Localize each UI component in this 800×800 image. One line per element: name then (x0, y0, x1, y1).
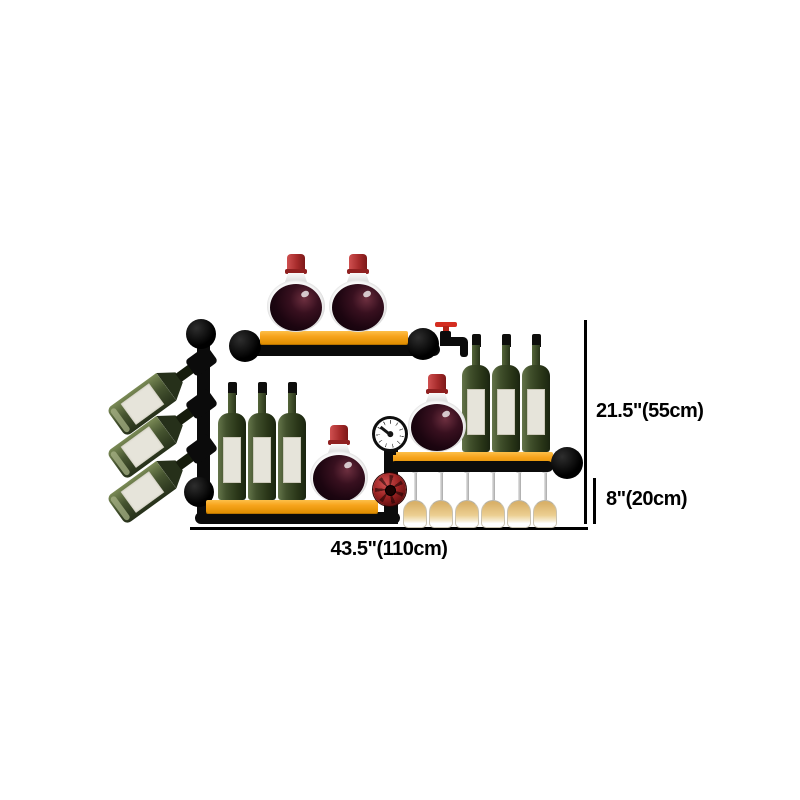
hanging-wine-glass (454, 468, 480, 530)
decanter-bowl (310, 451, 368, 503)
bottle-neck (502, 345, 510, 368)
decanter-neck (285, 273, 307, 282)
decanter-bowl (267, 280, 325, 332)
bottle-cap (502, 334, 511, 347)
decanter-neck (347, 273, 369, 282)
decanter-cap (328, 425, 350, 445)
dimension-line-lower-height (593, 478, 596, 524)
lower-height-label: 8"(20cm) (606, 488, 688, 510)
faucet-handle-stem (443, 326, 449, 332)
glass-bowl (507, 500, 531, 528)
glass-bowl (429, 500, 453, 528)
wine-bottle (522, 334, 550, 452)
wine-decanter (267, 254, 325, 332)
wine-bottle (492, 334, 520, 452)
bottle-cap (288, 382, 297, 395)
wine-decanter (408, 374, 466, 452)
glass-stem (465, 473, 469, 500)
bottle-neck (228, 393, 236, 416)
hanging-glass-rack (402, 468, 558, 530)
decanter-wine (312, 454, 366, 502)
decanter-bowl (329, 280, 387, 332)
glass-bowl (455, 500, 479, 528)
hanging-wine-glass (532, 468, 558, 530)
glass-bowl (533, 500, 557, 528)
glass-stem (543, 473, 547, 500)
faucet-icon (433, 319, 471, 359)
bottle-cap (472, 334, 481, 347)
wine-bottle (218, 382, 246, 500)
pipe-ball-joint (186, 319, 216, 349)
glass-stem (517, 473, 521, 500)
top-shelf-decanters (267, 254, 387, 332)
glass-bowl (403, 500, 427, 528)
top-shelf-pipe (235, 343, 440, 356)
glass-stem (413, 473, 417, 500)
bottle-cap (258, 382, 267, 395)
wine-bottle (462, 334, 490, 452)
left-vertical-pipe (197, 334, 210, 519)
total-width-label: 43.5"(110cm) (330, 538, 448, 560)
glass-stem (491, 473, 495, 500)
total-height-label: 21.5"(55cm) (596, 400, 704, 422)
hanging-wine-glass (402, 468, 428, 530)
decanter-wine (410, 403, 464, 451)
decanter-neck (328, 444, 350, 453)
decanter-wine (269, 283, 323, 331)
dimension-line-total-width (190, 527, 588, 530)
lower-shelf-pipe (195, 512, 400, 524)
wine-decanter (329, 254, 387, 332)
valve-wheel-icon (373, 473, 406, 506)
wine-decanter (310, 425, 368, 503)
gauge-needle (379, 425, 391, 436)
bottle-neck (258, 393, 266, 416)
decanter-cap (285, 254, 307, 274)
hanging-wine-glass (506, 468, 532, 530)
pipe-ball-joint (229, 330, 261, 362)
pressure-gauge-icon (372, 416, 408, 452)
dimension-line-total-height (584, 320, 587, 524)
glass-bowl (481, 500, 505, 528)
wine-bottle (278, 382, 306, 500)
decanter-neck (426, 393, 448, 402)
bottle-label (283, 437, 301, 483)
hanging-wine-glass (480, 468, 506, 530)
bottle-neck (472, 345, 480, 368)
decanter-cap (347, 254, 369, 274)
bottle-label (467, 389, 485, 435)
faucet-spout (460, 344, 468, 357)
decanter-wine (331, 283, 385, 331)
lower-shelf-bottles (218, 382, 306, 500)
faucet-handle (435, 322, 457, 327)
bottle-label (223, 437, 241, 483)
bottle-neck (532, 345, 540, 368)
decanter-bowl (408, 400, 466, 452)
right-shelf-bottles (462, 334, 550, 452)
lower-shelf-plank (206, 500, 378, 513)
glass-rail-pipe (390, 461, 553, 472)
bottle-cap (228, 382, 237, 395)
bottle-label (527, 389, 545, 435)
pipe-ball-joint (407, 328, 439, 360)
hanging-wine-glass (428, 468, 454, 530)
faucet-arm (440, 337, 468, 346)
top-shelf-plank (260, 331, 408, 344)
pipe-ball-joint (551, 447, 583, 479)
wine-bottle (248, 382, 276, 500)
glass-stem (439, 473, 443, 500)
bottle-cap (532, 334, 541, 347)
bottle-label (253, 437, 271, 483)
bottle-label (497, 389, 515, 435)
bottle-neck (288, 393, 296, 416)
decanter-cap (426, 374, 448, 394)
